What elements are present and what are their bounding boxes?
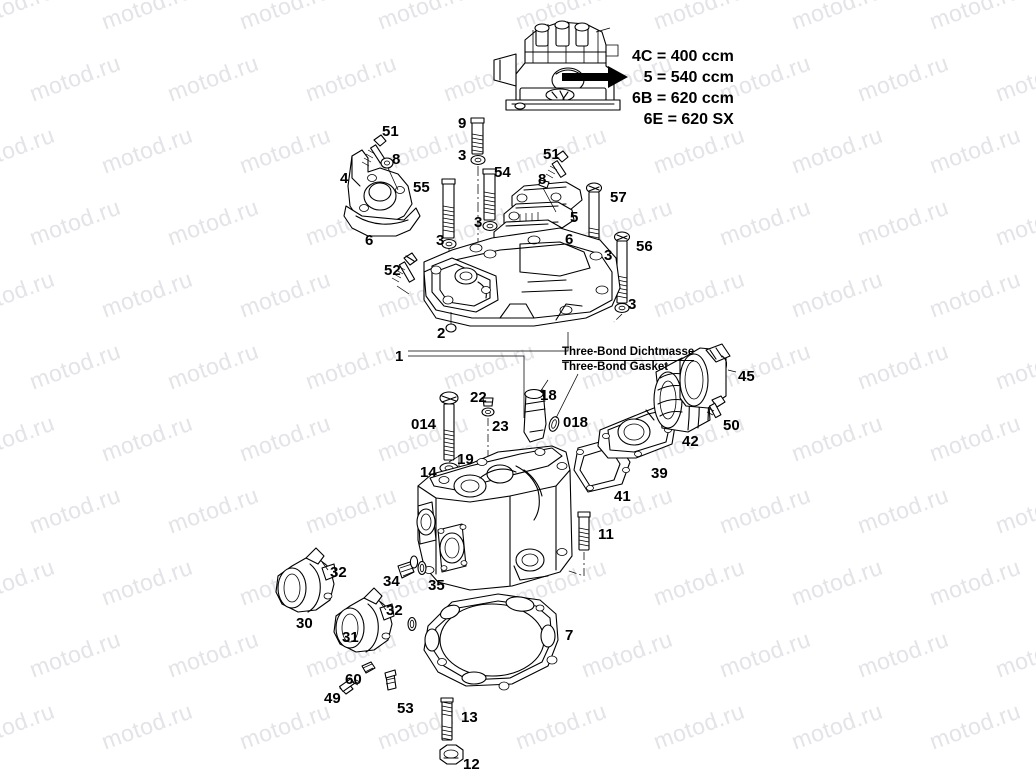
callout-4: 4	[340, 170, 349, 187]
part-53-screw	[384, 669, 397, 691]
callout-3e: 3	[628, 296, 637, 313]
callout-34: 34	[383, 573, 400, 590]
callout-12: 12	[463, 756, 480, 773]
part-52-bolt	[391, 252, 418, 283]
callout-32b: 32	[386, 602, 403, 619]
part-54-stud	[482, 168, 497, 221]
callout-45: 45	[738, 368, 755, 385]
callout-2: 2	[437, 325, 446, 342]
callout-35: 35	[428, 577, 445, 594]
callout-49: 49	[324, 690, 341, 707]
callout-50: 50	[723, 417, 740, 434]
callout-30: 30	[296, 615, 313, 632]
callout-19: 19	[457, 451, 474, 468]
callout-3c: 3	[474, 214, 483, 231]
callout-55: 55	[413, 179, 430, 196]
part-7-base-gasket	[423, 593, 559, 691]
part-11-stud	[577, 511, 591, 551]
callout-018: 018	[563, 414, 589, 431]
callout-23: 23	[492, 418, 509, 435]
part-60-pin	[361, 661, 376, 674]
three-bond-en: Three-Bond Gasket	[562, 361, 669, 373]
legend-line-0: 4C = 400 ccm	[632, 48, 734, 65]
part-49-screw	[338, 677, 361, 695]
legend-line-3: 6E = 620 SX	[643, 111, 734, 128]
part-55-stud	[441, 178, 456, 239]
callout-32a: 32	[330, 564, 347, 581]
callout-51b: 51	[543, 146, 560, 163]
callout-53: 53	[397, 700, 414, 717]
three-bond-note: Three-Bond Dichtmasse Three-Bond Gasket	[562, 346, 695, 374]
part-12-nut	[439, 744, 464, 765]
callout-52: 52	[384, 262, 401, 279]
callout-8a: 8	[392, 151, 401, 168]
part-45-hose-clamp	[679, 343, 731, 409]
part-34-dowel	[397, 561, 415, 579]
part-9-stud	[470, 117, 485, 155]
callout-39: 39	[651, 465, 668, 482]
part-014-bolt	[439, 391, 459, 461]
part-22-valve-cap	[482, 397, 494, 407]
callout-31: 31	[342, 629, 359, 646]
callout-18: 18	[540, 387, 557, 404]
callout-3d: 3	[604, 247, 613, 264]
three-bond-de: Three-Bond Dichtmasse	[562, 346, 695, 361]
callout-22: 22	[470, 389, 487, 406]
part-4-cam-bridge	[343, 149, 421, 237]
displacement-legend: 4C = 400 ccm 5 = 540 ccm 6B = 620 ccm 6E…	[632, 46, 734, 130]
callout-60: 60	[345, 671, 362, 688]
callout-5: 5	[570, 209, 579, 226]
callout-8b: 8	[538, 171, 547, 188]
callout-57: 57	[610, 189, 627, 206]
callout-3b: 3	[436, 232, 445, 249]
cylinder-head-body	[416, 445, 573, 591]
callout-6b: 6	[565, 231, 574, 248]
callout-14: 14	[420, 464, 437, 481]
part-51-bolt-a	[361, 134, 387, 167]
callout-56: 56	[636, 238, 653, 255]
callout-1: 1	[395, 348, 404, 365]
part-30-intake-socket	[275, 547, 337, 613]
part-18-sleeve	[523, 388, 547, 443]
engine-overview-thumbnail	[493, 20, 628, 111]
legend-line-2: 6B = 620 ccm	[632, 90, 734, 107]
legend-line-1: 5 = 540 ccm	[643, 69, 734, 86]
callout-41: 41	[614, 488, 631, 505]
callout-51a: 51	[382, 123, 399, 140]
callout-54: 54	[494, 164, 511, 181]
callout-014: 014	[411, 416, 437, 433]
callout-3a: 3	[458, 147, 467, 164]
callout-42: 42	[682, 433, 699, 450]
part-35-oring-b	[409, 555, 419, 569]
part-2-valve-cover	[423, 227, 621, 327]
callout-13: 13	[461, 709, 478, 726]
part-13-stud	[440, 697, 454, 741]
part-8-washer-b	[538, 179, 550, 189]
callout-11: 11	[598, 526, 614, 543]
callout-9: 9	[458, 115, 467, 132]
part-31-intake-socket	[333, 587, 395, 653]
part-50-screw	[706, 395, 726, 419]
part-51-bolt-b	[545, 150, 569, 179]
callout-6a: 6	[365, 232, 374, 249]
callout-7: 7	[565, 627, 574, 644]
